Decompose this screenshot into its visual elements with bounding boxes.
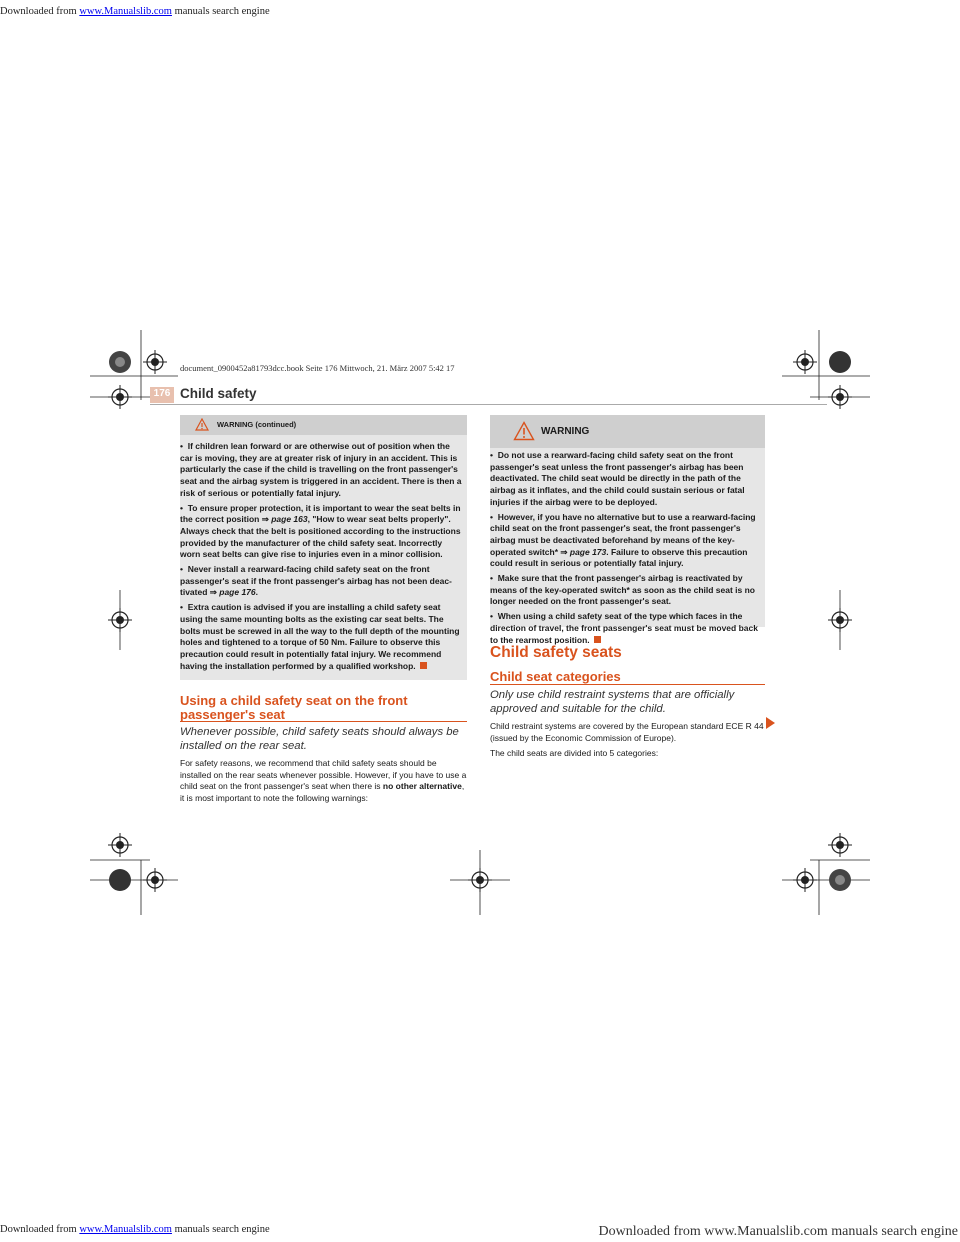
section-lead-front-seat: Whenever possible, child safety seats sh… bbox=[180, 726, 459, 752]
section-rule bbox=[490, 684, 765, 685]
warning-item: • When using a child safety seat of the … bbox=[490, 611, 758, 645]
manualslib-link[interactable]: www.Manualslib.com bbox=[79, 6, 172, 17]
page-reference[interactable]: page 176 bbox=[219, 587, 256, 598]
section-heading-categories: Child seat categories bbox=[490, 669, 621, 684]
chapter-heading: Child safety seats bbox=[490, 644, 622, 661]
section-lead-categories: Only use child restraint systems that ar… bbox=[490, 689, 735, 715]
warning-box: WARNING • Do not use a rearward-facing c… bbox=[490, 415, 765, 645]
download-note-top: Downloaded from www.Manualslib.com manua… bbox=[0, 6, 270, 17]
warning-triangle-icon bbox=[513, 421, 535, 441]
warning-content: • Do not use a rearward-facing child saf… bbox=[490, 448, 765, 646]
paragraph: Child restraint systems are covered by t… bbox=[490, 721, 764, 743]
page-reference[interactable]: page 163 bbox=[271, 514, 308, 525]
end-mark-icon bbox=[419, 661, 427, 669]
page-reference[interactable]: page 173 bbox=[569, 546, 607, 557]
paragraph: The child seats are divided into 5 categ… bbox=[490, 748, 659, 759]
warning-item: • Extra caution is advised if you are in… bbox=[180, 602, 460, 671]
warning-triangle-icon bbox=[195, 418, 209, 431]
section-heading-front-seat: Using a child safety seat on the front p… bbox=[180, 693, 408, 722]
continue-arrow-icon bbox=[766, 717, 775, 729]
registration-mark-icon bbox=[108, 350, 852, 892]
download-note-bottom: Downloaded from www.Manualslib.com manua… bbox=[0, 1224, 958, 1239]
warning-box-header: WARNING bbox=[490, 415, 765, 448]
warning-item: • To ensure proper protection, it is imp… bbox=[180, 502, 461, 560]
file-info: document_0900452a81793dcc.book Seite 176… bbox=[180, 363, 455, 373]
page-title: Child safety bbox=[180, 386, 257, 401]
color-dot-icon bbox=[109, 351, 851, 891]
section-body-categories: Child restraint systems are covered by t… bbox=[490, 721, 765, 764]
warning-box-continued: WARNING (continued) • If children lean f… bbox=[180, 415, 467, 680]
warning-item: • Do not use a rearward-facing child saf… bbox=[490, 450, 745, 507]
warning-label: WARNING (continued) bbox=[217, 420, 297, 429]
page-number: 176 bbox=[153, 388, 171, 399]
warning-item: • If children lean forward or are otherw… bbox=[180, 441, 462, 498]
warning-item: • Make sure that the front passenger's a… bbox=[490, 573, 755, 607]
warning-content: • If children lean forward or are otherw… bbox=[180, 435, 467, 672]
page-number-tab bbox=[150, 387, 174, 403]
section-body-front-seat: For safety reasons, we recommend that ch… bbox=[180, 758, 467, 804]
manualslib-link[interactable]: www.Manualslib.com bbox=[79, 1224, 172, 1235]
warning-item: • However, if you have no alternative bu… bbox=[490, 511, 756, 569]
end-mark-icon bbox=[593, 635, 601, 643]
header-rule bbox=[150, 404, 827, 405]
warning-label: WARNING bbox=[541, 426, 590, 437]
warning-box-header: WARNING (continued) bbox=[180, 415, 467, 435]
section-rule bbox=[180, 721, 467, 722]
watermark-text: Downloaded from www.Manualslib.com manua… bbox=[598, 1224, 959, 1239]
warning-item: • Never install a rearward-facing child … bbox=[180, 564, 452, 598]
